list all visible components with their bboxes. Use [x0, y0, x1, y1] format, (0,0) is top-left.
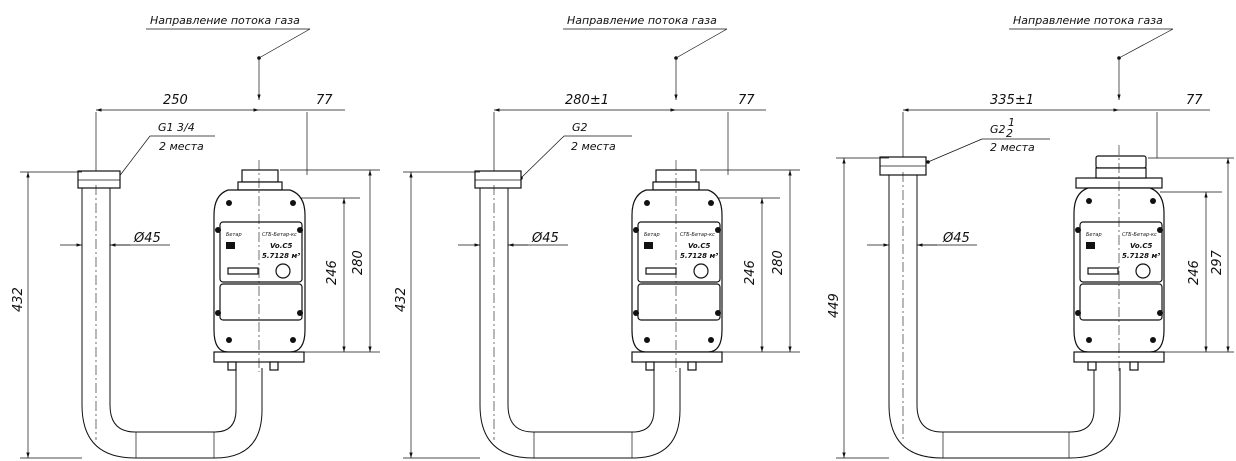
- thread-label: G2: [572, 121, 588, 134]
- svg-text:Бетар: Бетар: [226, 232, 242, 238]
- svg-text:СГБ-Бетар-кс: СГБ-Бетар-кс: [262, 232, 297, 238]
- meter-outer-height: 280: [771, 250, 786, 275]
- bypass-pipe: [888, 175, 1121, 459]
- offset-dimension: 77: [738, 93, 755, 108]
- svg-text:Бетар: Бетар: [1086, 232, 1102, 238]
- flow-direction-label: Направление потока газа: [567, 14, 717, 27]
- diameter-label: Ø45: [133, 231, 161, 246]
- places-label: 2 места: [159, 140, 204, 153]
- places-label: 2 места: [571, 140, 616, 153]
- svg-text:СГБ-Бетар-кс: СГБ-Бетар-кс: [1122, 232, 1157, 238]
- svg-text:Бетар: Бетар: [644, 232, 660, 238]
- svg-text:Vo.C5: Vo.C5: [1130, 242, 1153, 250]
- svg-text:СГБ-Бетар-кс: СГБ-Бетар-кс: [680, 232, 715, 238]
- thread-label: G1 3/4: [158, 121, 195, 134]
- meter-inner-height: 246: [743, 260, 758, 285]
- offset-dimension: 77: [316, 93, 333, 108]
- svg-text:5.7128 м³: 5.7128 м³: [262, 252, 300, 260]
- bypass-pipe: [479, 188, 681, 459]
- total-height-dimension: 449: [827, 293, 842, 318]
- meter-inner-height: 246: [1187, 260, 1202, 285]
- width-dimension: 335±1: [990, 93, 1034, 108]
- gas-meter: Бетар СГБ-Бетар-кс Vo.C5 5.7128 м³: [1073, 145, 1165, 372]
- total-height-dimension: 432: [394, 287, 409, 312]
- thread-subscript: 2: [1006, 127, 1013, 140]
- thread-superscript: 1: [1008, 116, 1015, 129]
- svg-text:Vo.C5: Vo.C5: [688, 242, 711, 250]
- variant-3-drawing: Направление потока газа 335±1 77 G2 1 2 …: [827, 14, 1234, 459]
- offset-dimension: 77: [1186, 93, 1203, 108]
- variant-1-drawing: Направление потока газа 250 77 G1 3/4 2 …: [11, 14, 380, 459]
- thread-label: G2: [990, 123, 1006, 136]
- places-label: 2 места: [990, 141, 1035, 154]
- bypass-pipe: [81, 188, 263, 459]
- diameter-label: Ø45: [942, 231, 970, 246]
- svg-text:Vo.C5: Vo.C5: [270, 242, 293, 250]
- variant-2-drawing: Направление потока газа 280±1 77 G2 2 ме…: [394, 14, 800, 459]
- meter-outer-height: 280: [351, 250, 366, 275]
- meter-outer-height: 297: [1210, 249, 1225, 275]
- flow-direction-label: Направление потока газа: [1013, 14, 1163, 27]
- diameter-label: Ø45: [531, 231, 559, 246]
- flow-direction-label: Направление потока газа: [150, 14, 300, 27]
- total-height-dimension: 432: [11, 287, 26, 312]
- inlet-nut: [474, 170, 522, 189]
- gas-meter: Бетар СГБ-Бетар-кс Vo.C5 5.7128 м³: [213, 160, 306, 372]
- width-dimension: 280±1: [565, 93, 609, 108]
- meter-inner-height: 246: [325, 260, 340, 285]
- gas-meter: Бетар СГБ-Бетар-кс Vo.C5 5.7128 м³: [631, 160, 723, 372]
- svg-text:5.7128 м³: 5.7128 м³: [1122, 252, 1160, 260]
- inlet-nut: [77, 170, 121, 189]
- width-dimension: 250: [163, 93, 188, 108]
- svg-text:5.7128 м³: 5.7128 м³: [680, 252, 718, 260]
